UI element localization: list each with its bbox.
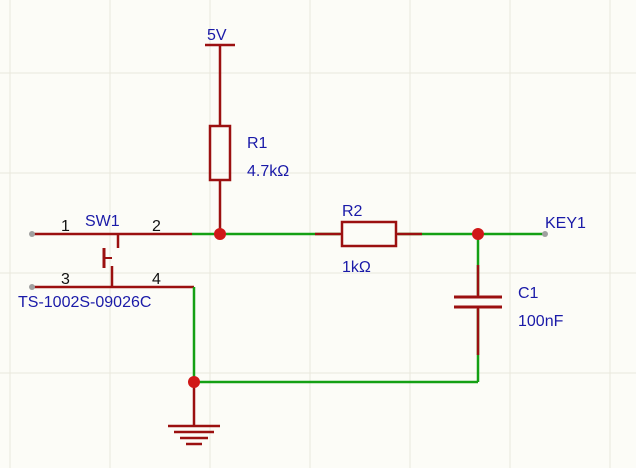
junction-r1 <box>214 228 226 240</box>
switch-sw1[interactable]: 1 2 3 4 SW1 TS-1002S-09026C <box>18 213 194 311</box>
sw1-ref: SW1 <box>85 213 120 230</box>
c1-ref: C1 <box>518 285 539 302</box>
sw1-pin-4: 4 <box>152 271 161 288</box>
capacitor-c1[interactable]: C1 100nF <box>454 265 564 355</box>
sw1-pin-3: 3 <box>61 271 70 288</box>
r2-ref: R2 <box>342 203 363 220</box>
key1-end[interactable] <box>542 231 548 237</box>
sw1-pin1-end[interactable] <box>29 231 35 237</box>
r2-value: 1kΩ <box>342 259 371 276</box>
net-label-key1[interactable]: KEY1 <box>542 215 586 237</box>
sw1-part: TS-1002S-09026C <box>18 294 151 311</box>
sw1-pin3-end[interactable] <box>29 284 35 290</box>
power-label: 5V <box>207 27 227 44</box>
sw1-pin-2: 2 <box>152 218 161 235</box>
c1-value: 100nF <box>518 313 564 330</box>
junction-ground <box>188 376 200 388</box>
junctions <box>188 228 484 388</box>
junction-c1 <box>472 228 484 240</box>
r1-value: 4.7kΩ <box>247 163 289 180</box>
ground-icon[interactable] <box>168 382 220 446</box>
power-symbol-5v[interactable]: 5V <box>205 27 235 126</box>
resistor-r1[interactable]: R1 4.7kΩ <box>208 124 289 234</box>
net-label: KEY1 <box>545 215 586 232</box>
r1-ref: R1 <box>247 135 268 152</box>
sw1-pin-1: 1 <box>61 218 70 235</box>
resistor-r2[interactable]: R2 1kΩ <box>315 203 422 276</box>
